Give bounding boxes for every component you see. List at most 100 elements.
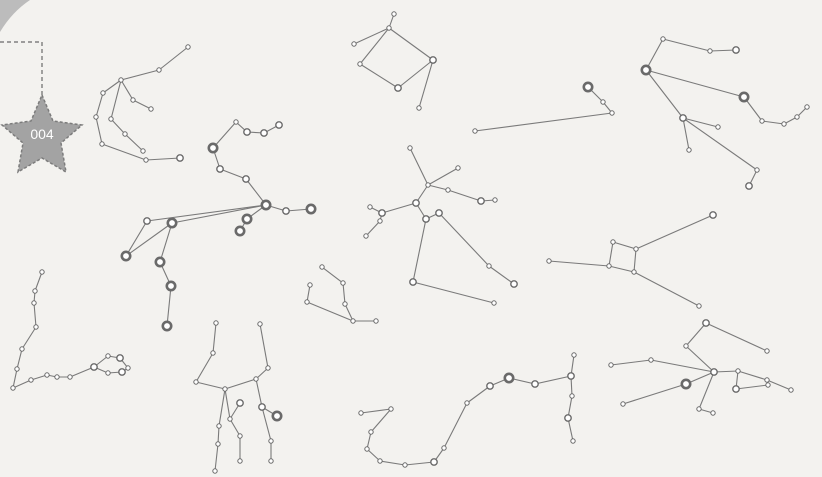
constellation-line (613, 242, 636, 249)
constellation-line (361, 409, 391, 413)
star-node (243, 215, 251, 223)
star-node (68, 375, 72, 379)
constellation-line (225, 379, 256, 389)
constellation-line (160, 223, 172, 262)
constellation-line (380, 461, 405, 465)
star-node (213, 469, 217, 473)
star-node (351, 319, 355, 323)
star-node (634, 247, 638, 251)
star-node (234, 120, 238, 124)
constellation-c12-stars (609, 320, 793, 415)
star-node (216, 442, 220, 446)
star-node (430, 57, 436, 63)
star-node (91, 364, 97, 370)
star-node (40, 270, 44, 274)
constellation-c10-stars (194, 321, 281, 473)
constellation-line (410, 148, 428, 185)
star-node (611, 240, 615, 244)
constellation-line (13, 369, 17, 388)
star-node (11, 386, 15, 390)
star-node (378, 219, 382, 223)
star-node (149, 107, 153, 111)
constellation-line (389, 28, 433, 60)
constellation-line (13, 380, 31, 388)
constellation-line (489, 266, 514, 284)
star-node (33, 289, 37, 293)
constellation-c8-stars (305, 265, 378, 323)
constellation-line (360, 64, 398, 88)
constellation-c4-lines (646, 39, 807, 186)
star-node (766, 383, 770, 387)
constellation-c10-lines (196, 323, 277, 471)
star-node (217, 424, 221, 428)
constellation-line (609, 266, 634, 272)
constellation-line (159, 47, 188, 70)
star-node (431, 459, 437, 465)
constellation-line (219, 389, 225, 426)
star-node (177, 155, 183, 161)
star-node (122, 252, 130, 260)
constellation-line (125, 134, 143, 151)
star-node (413, 200, 419, 206)
star-node (283, 208, 289, 214)
star-node (632, 270, 636, 274)
star-node (123, 132, 127, 136)
star-node (141, 149, 145, 153)
star-node (795, 115, 799, 119)
constellation-line (663, 39, 710, 51)
constellation-line (535, 376, 571, 384)
constellation-line (215, 444, 218, 471)
constellation-line (218, 426, 219, 444)
star-node (661, 37, 665, 41)
star-node (29, 378, 33, 382)
constellation-line (96, 93, 103, 117)
constellation-line (167, 286, 171, 326)
star-node (101, 91, 105, 95)
star-node (740, 93, 748, 101)
star-node (258, 322, 262, 326)
constellation-c4-stars (642, 37, 809, 189)
constellation-c5-lines (126, 122, 311, 326)
constellation-c3-stars (473, 83, 614, 133)
star-node (20, 347, 24, 351)
constellation-line (611, 360, 651, 365)
star-node (269, 439, 273, 443)
star-node (167, 282, 175, 290)
star-node (269, 459, 273, 463)
star-node (547, 259, 551, 263)
star-node (607, 264, 611, 268)
star-node (493, 198, 497, 202)
star-node (261, 130, 267, 136)
star-node (733, 386, 739, 392)
constellation-line (428, 168, 458, 185)
star-node (144, 218, 150, 224)
star-node (168, 219, 176, 227)
star-node (238, 459, 242, 463)
star-node (358, 62, 362, 66)
constellation-line (371, 409, 391, 432)
constellation-line (413, 282, 494, 303)
star-node (217, 166, 223, 172)
star-node (765, 349, 769, 353)
star-node (238, 434, 242, 438)
star-node (262, 201, 270, 209)
star-node (236, 227, 244, 235)
constellation-line (634, 272, 699, 306)
star-node (436, 210, 442, 216)
star-node (505, 374, 513, 382)
star-node (379, 210, 385, 216)
constellation-line (634, 249, 636, 272)
constellation-line (398, 60, 433, 88)
star-node (473, 129, 477, 133)
star-node (126, 366, 130, 370)
star-node (369, 430, 373, 434)
constellation-line (102, 144, 146, 160)
constellation-line (444, 403, 467, 448)
constellation-c2-stars (352, 12, 436, 110)
constellation-line (636, 215, 713, 249)
star-node (341, 281, 345, 285)
star-node (94, 115, 98, 119)
star-node (45, 373, 49, 377)
constellation-c1-stars (94, 45, 190, 162)
star-node (711, 369, 717, 375)
